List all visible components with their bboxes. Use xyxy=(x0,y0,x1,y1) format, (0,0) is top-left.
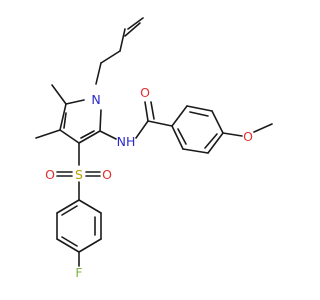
atom-label-o-sulfonyl-right: O xyxy=(102,167,112,182)
bond xyxy=(222,132,243,137)
bond xyxy=(61,205,78,216)
bond xyxy=(147,120,173,127)
atom-label-f: F xyxy=(75,265,82,280)
bond xyxy=(51,84,67,105)
atom-label-o-sulfonyl-left: O xyxy=(45,167,55,182)
bond xyxy=(35,129,61,139)
bond xyxy=(100,50,121,64)
bond xyxy=(78,199,102,214)
bond xyxy=(59,129,80,144)
atom-label-o-methoxy: O xyxy=(243,129,253,144)
bond xyxy=(59,103,67,131)
bond xyxy=(63,112,67,129)
bond xyxy=(65,99,85,105)
bonds xyxy=(35,17,273,267)
atom-labels: N NH O O S O O F xyxy=(45,85,253,280)
bond xyxy=(78,130,101,144)
atom-label-o-carbonyl: O xyxy=(140,85,150,100)
bond xyxy=(99,109,102,132)
bond xyxy=(189,111,209,117)
bond xyxy=(171,105,188,127)
bond xyxy=(253,123,273,133)
bond xyxy=(99,130,117,140)
bond xyxy=(80,130,95,139)
bond xyxy=(61,236,78,247)
bond xyxy=(171,125,184,150)
bond xyxy=(150,101,155,120)
atom-label-nh: NH xyxy=(117,134,136,149)
atom-label-n-pyrrole: N xyxy=(91,92,100,107)
bond xyxy=(204,133,218,149)
structure-diagram: N NH O O S O O F xyxy=(35,17,273,280)
molecule-svg: N NH O O S O O F xyxy=(35,17,273,280)
bond xyxy=(182,148,209,154)
bond xyxy=(127,17,144,30)
bond xyxy=(95,62,102,85)
bond xyxy=(56,238,80,253)
bond xyxy=(177,128,187,145)
bond xyxy=(124,22,141,37)
bond xyxy=(211,110,224,134)
bond xyxy=(78,238,102,253)
bond xyxy=(119,28,126,52)
bond xyxy=(207,132,224,154)
bond xyxy=(135,120,149,139)
bond xyxy=(186,105,213,112)
bond xyxy=(56,199,80,214)
bond xyxy=(144,101,149,122)
atom-label-s: S xyxy=(75,167,83,182)
